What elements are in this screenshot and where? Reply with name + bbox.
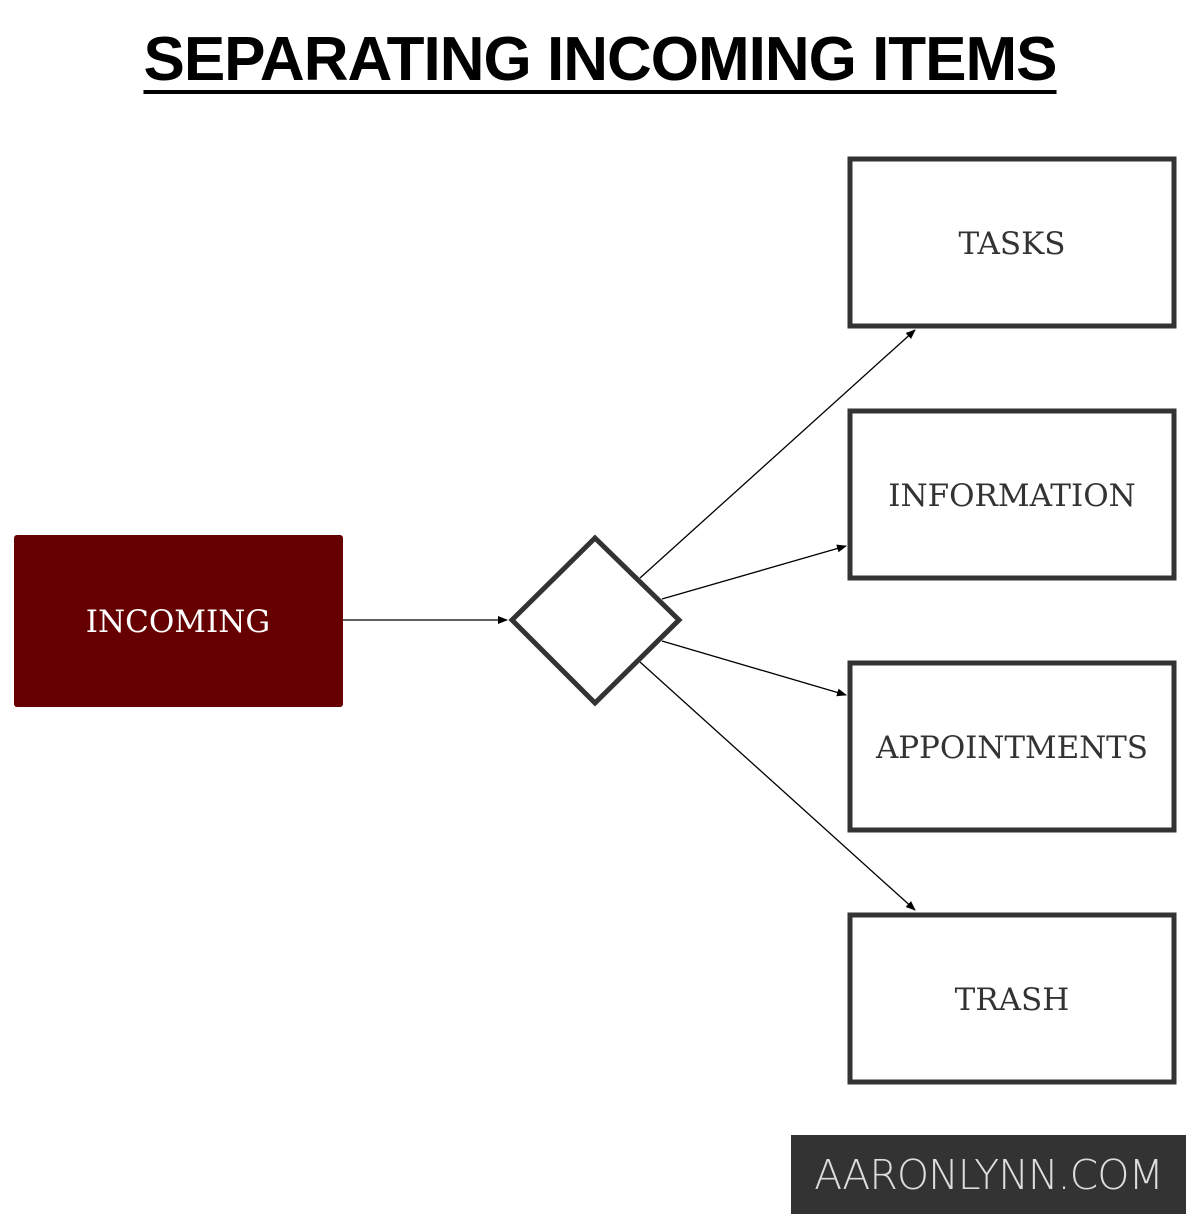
information-label: INFORMATION — [888, 478, 1136, 514]
arrow-to-appointments — [661, 640, 847, 697]
decision-diamond — [508, 534, 683, 707]
tasks-node: TASKS — [847, 156, 1177, 329]
trash-node: TRASH — [847, 912, 1177, 1085]
logo-text: AARONLYNN.COM — [814, 1150, 1164, 1199]
arrow-to-information — [661, 544, 847, 600]
arrow-to-tasks — [639, 329, 916, 579]
diagram-title: SEPARATING INCOMING ITEMS — [0, 24, 1200, 95]
appointments-label: APPOINTMENTS — [875, 730, 1148, 766]
incoming-label: INCOMING — [86, 604, 270, 640]
title-text: SEPARATING INCOMING ITEMS — [143, 25, 1057, 94]
tasks-label: TASKS — [958, 226, 1065, 262]
appointments-node: APPOINTMENTS — [847, 660, 1177, 833]
arrow-to-trash — [639, 661, 916, 911]
site-logo: AARONLYNN.COM — [791, 1135, 1186, 1214]
incoming-node: INCOMING — [14, 535, 343, 707]
trash-label: TRASH — [955, 982, 1070, 1018]
information-node: INFORMATION — [847, 408, 1177, 581]
